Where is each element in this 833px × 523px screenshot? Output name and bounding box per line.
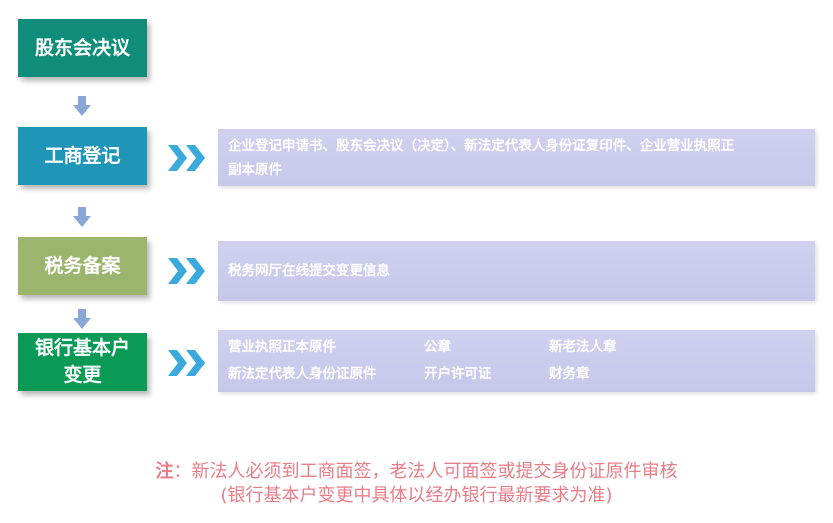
down-arrow-icon (73, 96, 91, 116)
step-shareholder-resolution: 股东会决议 (18, 19, 147, 77)
step-label-line2: 变更 (63, 364, 102, 386)
step-label: 税务备案 (44, 254, 121, 277)
detail-cell: 新法定代表人身份证原件 (228, 366, 377, 382)
step-business-registration: 工商登记 (18, 127, 147, 185)
detail-panel-bank-account: 营业执照正本原件 公章 新老法人章 新法定代表人身份证原件 开户许可证 财务章 (218, 330, 815, 392)
note-line1: 注：新法人必须到工商面签，老法人可面签或提交身份证原件审核 (0, 460, 833, 484)
detail-row: 新法定代表人身份证原件 开户许可证 财务章 (218, 362, 815, 389)
note-text: ：新法人必须到工商面签，老法人可面签或提交身份证原件审核 (173, 461, 678, 482)
detail-panel-business-registration: 企业登记申请书、股东会决议（决定）、新法定代表人身份证复印件、企业营业执照正 副… (218, 129, 815, 186)
double-chevron-right-icon (168, 258, 205, 284)
step-label-line1: 银行基本户 (34, 337, 130, 359)
detail-text-line: 企业登记申请书、股东会决议（决定）、新法定代表人身份证复印件、企业营业执照正 (228, 138, 735, 154)
double-chevron-right-icon (168, 145, 205, 171)
down-arrow-icon (73, 309, 91, 329)
step-tax-filing: 税务备案 (18, 237, 147, 295)
detail-cell: 财务章 (549, 366, 590, 382)
double-chevron-right-icon (168, 350, 205, 376)
detail-cell: 营业执照正本原件 (228, 339, 336, 355)
note-label: 注 (155, 461, 174, 482)
step-bank-account-change: 银行基本户 变更 (18, 333, 147, 391)
down-arrow-icon (73, 207, 91, 227)
note-line2: (银行基本户变更中具体以经办银行最新要求为准) (220, 485, 613, 506)
step-label: 股东会决议 (34, 36, 130, 59)
detail-panel-tax-filing: 税务网厅在线提交变更信息 (218, 241, 815, 301)
detail-cell: 公章 (424, 339, 451, 355)
detail-text-line: 税务网厅在线提交变更信息 (228, 263, 390, 279)
detail-cell: 新老法人章 (549, 339, 617, 355)
detail-text-line: 副本原件 (228, 162, 282, 178)
step-label: 工商登记 (44, 144, 121, 167)
detail-cell: 开户许可证 (424, 366, 492, 382)
step-label: 银行基本户 变更 (35, 335, 130, 389)
detail-row: 营业执照正本原件 公章 新老法人章 (218, 335, 815, 362)
